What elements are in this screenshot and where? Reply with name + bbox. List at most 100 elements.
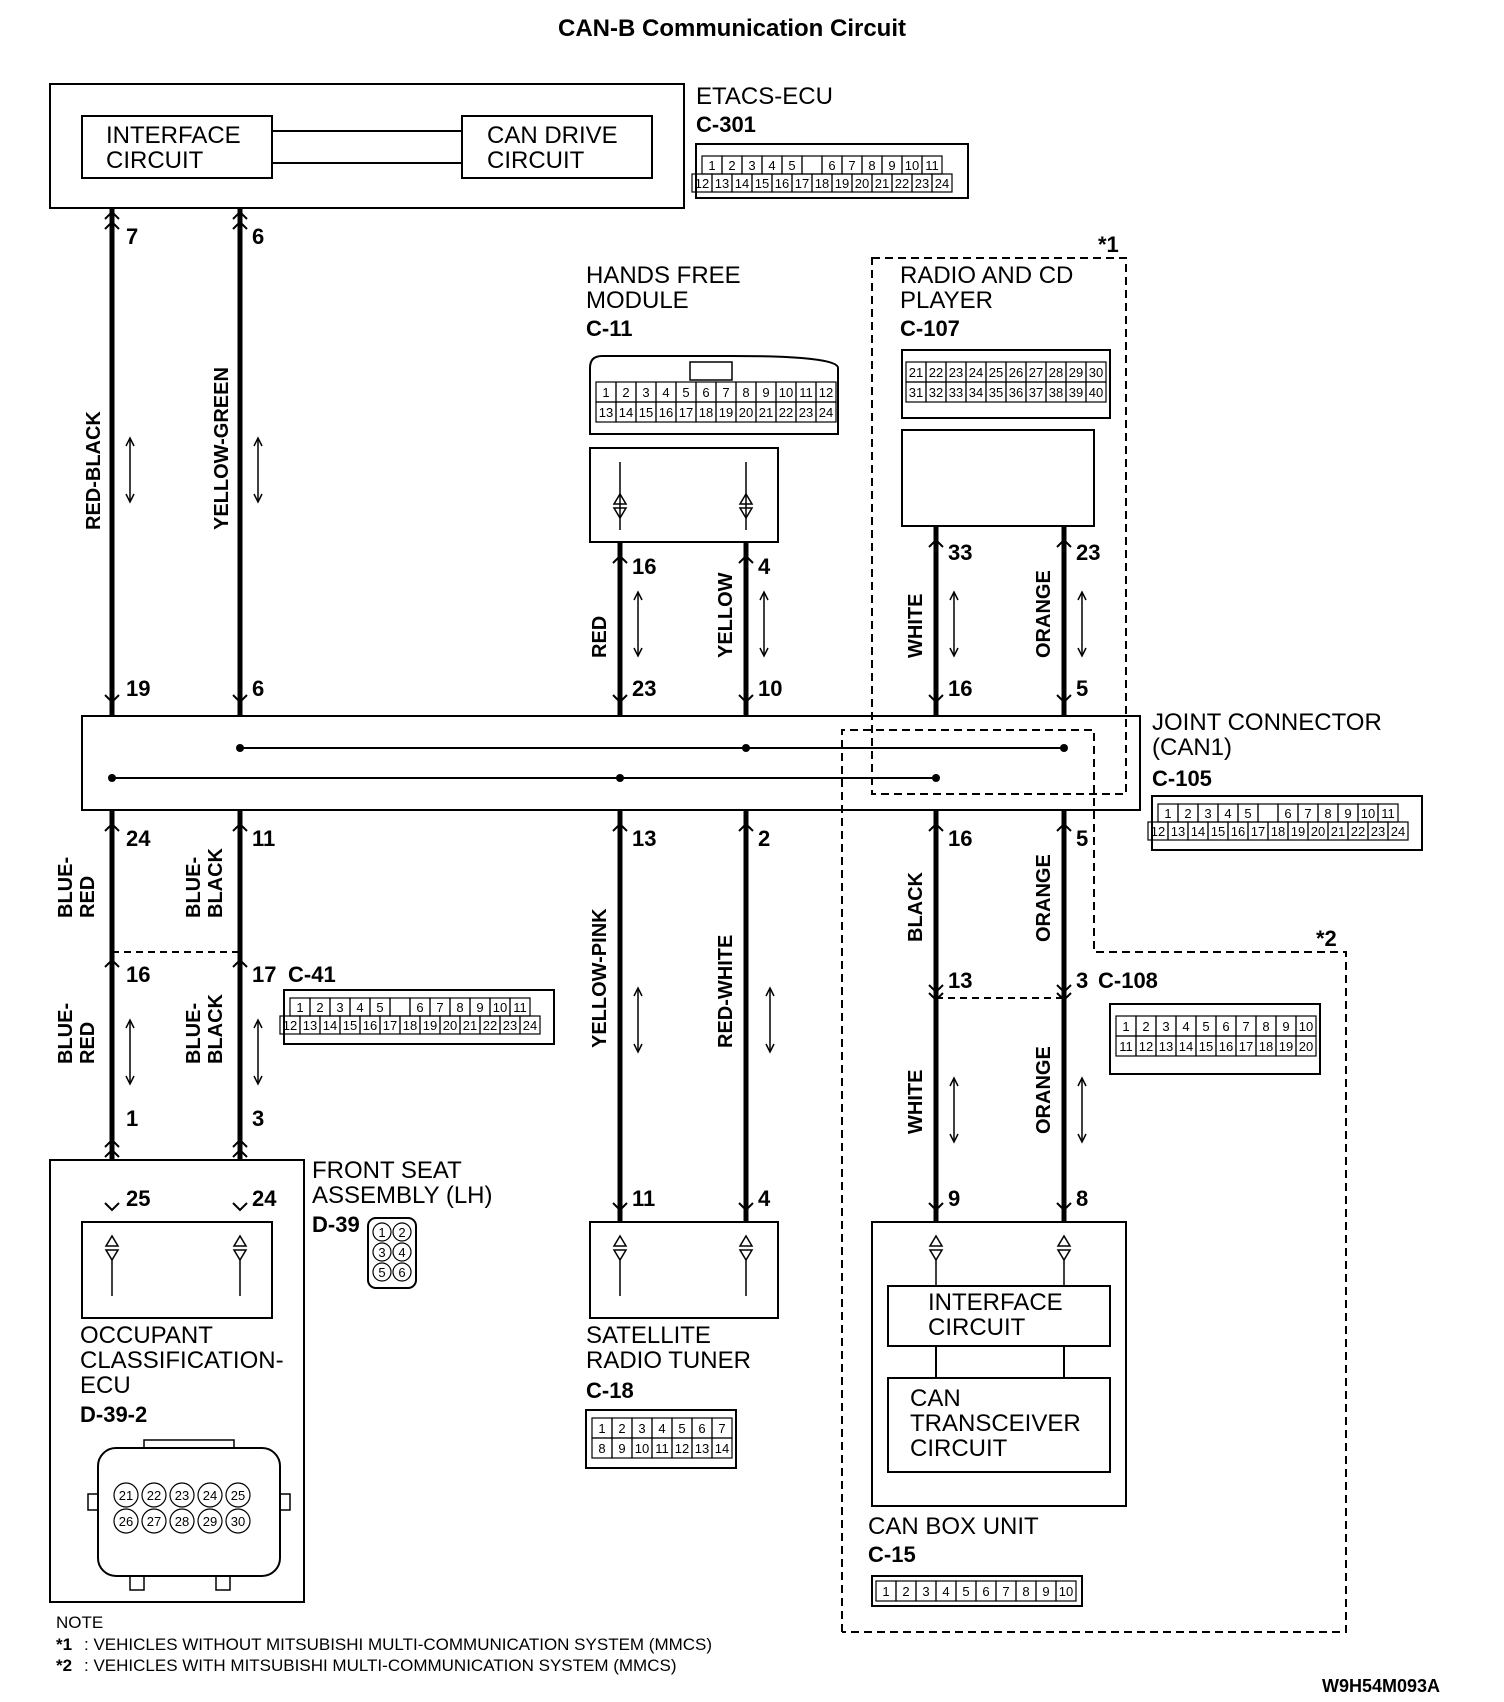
pin-joint-bot-2: 11	[252, 826, 275, 851]
c108-connector-pin-label: 12	[1139, 1039, 1153, 1054]
satellite-name-1: SATELLITE	[586, 1322, 711, 1349]
c108-connector-cell	[1295, 1035, 1317, 1057]
seat-connector-pin-label: 4	[398, 1245, 405, 1260]
sat-connector-pin-label: 1	[598, 1421, 605, 1436]
seat-connector-pin	[372, 1262, 392, 1282]
c108-connector-pin-label: 9	[1282, 1019, 1289, 1034]
c41-connector-pin-label: 5	[376, 1000, 383, 1015]
joint-connector-pin-label: 3	[1204, 806, 1211, 821]
can-box-transceiver-1: CAN	[910, 1385, 961, 1412]
c41-connector-pin-label: 4	[356, 1000, 363, 1015]
etacs-connector-pin-label: 15	[755, 176, 769, 191]
plug-c41-low2-blue-red	[104, 1148, 120, 1158]
sat-connector-pin-label: 3	[638, 1421, 645, 1436]
pin-canbox-8: 8	[1076, 1186, 1088, 1211]
joint-connector-pin-label: 7	[1304, 806, 1311, 821]
sat-connector-pin-label: 13	[695, 1441, 709, 1456]
radio-connector-pin-label: 40	[1089, 385, 1103, 400]
pin-occ-25: 25	[126, 1186, 150, 1211]
joint-connector-pin-label: 10	[1361, 806, 1375, 821]
hf-connector-pin-label: 13	[599, 405, 613, 420]
radio-connector-pin-label: 32	[929, 385, 943, 400]
occupant-connector-pin	[197, 1508, 223, 1534]
radio-connector-pin-label: 38	[1049, 385, 1063, 400]
radio-marker: *1	[1098, 232, 1119, 257]
seat-connector-pin-label: 1	[378, 1225, 385, 1240]
c108-connector-pin-label: 15	[1199, 1039, 1213, 1054]
radio-connector-pin-label: 37	[1029, 385, 1043, 400]
etacs-connector-pin-label: 12	[695, 176, 709, 191]
plug-yellow-green	[232, 210, 248, 220]
hf-connector-pin-label: 3	[642, 385, 649, 400]
etacs-connector-pin-label: 21	[875, 176, 889, 191]
plug-red	[612, 554, 628, 564]
plug-canbox-black	[928, 1202, 944, 1212]
joint-connector-pin-label: 23	[1371, 824, 1385, 839]
radio-connector-pin-label: 27	[1029, 365, 1043, 380]
c41-code: C-41	[288, 962, 336, 987]
etacs-connector-pin-label: 3	[748, 158, 755, 173]
hf-connector-pin-label: 10	[779, 385, 793, 400]
occupant-connector-pin	[141, 1482, 167, 1508]
etacs-connector-pin-label: 24	[935, 176, 949, 191]
sat-connector-pin-label: 8	[598, 1441, 605, 1456]
canbox-connector-pin-label: 2	[902, 1584, 909, 1599]
pin-joint-top-6: 5	[1076, 676, 1088, 701]
wire-label-white-top: WHITE	[905, 594, 927, 658]
can-box-interface-2: CIRCUIT	[928, 1314, 1026, 1341]
hands-free-code: C-11	[586, 316, 632, 341]
port-symbol	[1056, 1234, 1072, 1247]
pin-occ-24: 24	[252, 1186, 277, 1211]
pin-radio-33: 33	[948, 540, 972, 565]
wire-label-blue-black-low-line1: BLUE-	[183, 1003, 205, 1064]
plug-joint-red-black	[104, 694, 120, 704]
etacs-interface-label-2: CIRCUIT	[106, 147, 204, 174]
c108-connector-pin-label: 5	[1202, 1019, 1209, 1034]
etacs-connector-pin-label: 19	[835, 176, 849, 191]
plug-orange	[1056, 538, 1072, 548]
occupant-connector-pin	[225, 1482, 251, 1508]
pin-hf-16: 16	[632, 554, 656, 579]
c108-connector-pin-label: 2	[1142, 1019, 1149, 1034]
seat-connector-pin	[392, 1242, 412, 1262]
wire-label-yellow: YELLOW	[715, 572, 737, 658]
c41-connector-pin-label: 17	[383, 1018, 397, 1033]
c41-connector-pin-label: 15	[343, 1018, 357, 1033]
joint-connector-pin-label: 1	[1164, 806, 1171, 821]
pin-etacs-7: 7	[126, 224, 138, 249]
pin-joint-bot-1: 24	[126, 826, 151, 851]
plug-white	[928, 538, 944, 548]
joint-connector-cell	[1257, 803, 1279, 823]
c41-connector-cell	[389, 997, 411, 1017]
pin-joint-bot-5: 16	[948, 826, 972, 851]
etacs-connector-pin-label: 6	[828, 158, 835, 173]
etacs-connector-pin-label: 23	[915, 176, 929, 191]
joint-connector-pin-label: 20	[1311, 824, 1325, 839]
plug-c41-blue-black	[232, 958, 248, 968]
wire-label-blue-red-low-line2: RED	[77, 1022, 99, 1064]
joint-name-1: JOINT CONNECTOR	[1152, 709, 1382, 736]
plug-c108b-orange-low	[1056, 992, 1072, 1002]
joint-connector-pin-label: 4	[1224, 806, 1231, 821]
plug-joint-bot-blue-red	[104, 822, 120, 832]
pin-joint-top-4: 10	[758, 676, 782, 701]
radio-connector-pin-label: 29	[1069, 365, 1083, 380]
seat-connector-pin	[372, 1242, 392, 1262]
hf-connector-pin-label: 5	[682, 385, 689, 400]
c108-connector-pin-label: 17	[1239, 1039, 1253, 1054]
front-seat-name-2: ASSEMBLY (LH)	[312, 1182, 493, 1209]
etacs-connector-pin-label: 2	[728, 158, 735, 173]
sat-connector-pin-label: 14	[715, 1441, 729, 1456]
plug-joint-yellow-green	[232, 694, 248, 704]
occupant-code: D-39-2	[80, 1402, 147, 1427]
c108-connector-pin-label: 1	[1122, 1019, 1129, 1034]
front-seat-name-1: FRONT SEAT	[312, 1157, 462, 1184]
can-box-transceiver-3: CIRCUIT	[910, 1435, 1008, 1462]
seat-connector-pin-label: 5	[378, 1265, 385, 1280]
plug-sat-red-white	[738, 1202, 754, 1212]
port-symbol	[928, 1234, 944, 1247]
hf-connector-pin-label: 21	[759, 405, 773, 420]
